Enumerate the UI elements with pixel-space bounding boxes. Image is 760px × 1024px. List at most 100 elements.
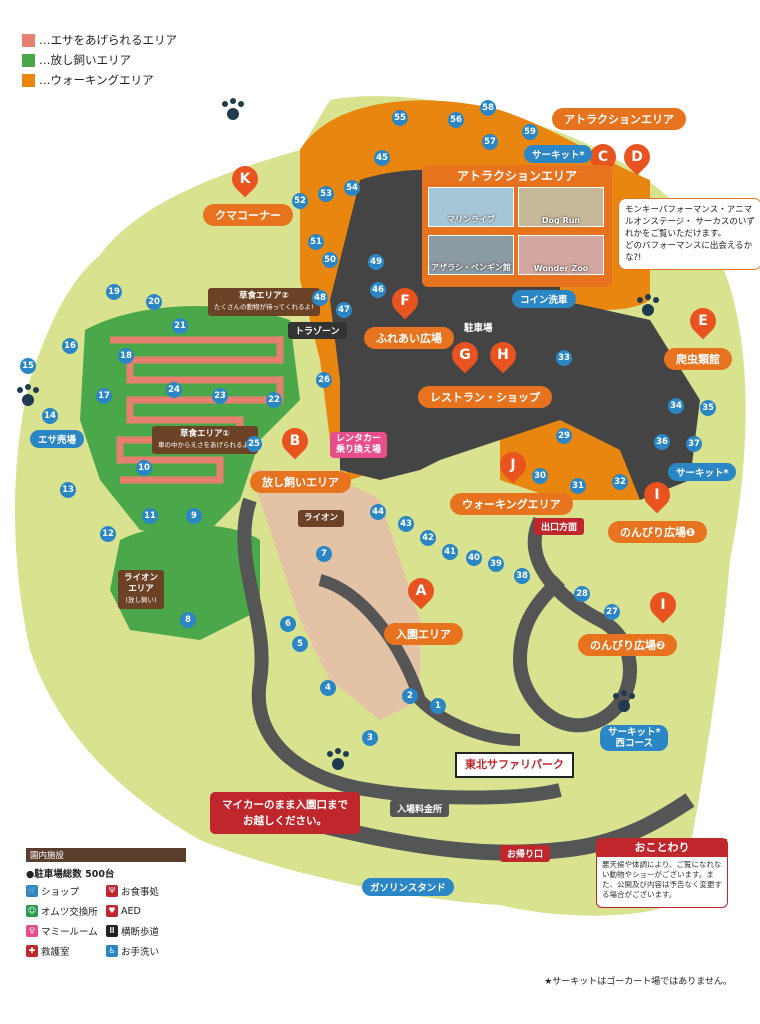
animal-marker-45[interactable]: 45 <box>374 150 390 166</box>
pin-e[interactable]: E <box>684 302 722 340</box>
legend-swatch <box>22 73 35 87</box>
animal-marker-54[interactable]: 54 <box>344 180 360 196</box>
pin-f[interactable]: F <box>386 282 424 320</box>
animal-marker-55[interactable]: 55 <box>392 110 408 126</box>
legend-swatch <box>22 33 35 47</box>
park-gate: 東北サファリパーク <box>455 752 574 778</box>
pin-a[interactable]: A <box>402 572 440 610</box>
feeding-paths <box>110 336 284 484</box>
animal-marker-40[interactable]: 40 <box>466 550 482 566</box>
animal-marker-8[interactable]: 8 <box>180 612 196 628</box>
animal-marker-46[interactable]: 46 <box>370 282 386 298</box>
animal-marker-2[interactable]: 2 <box>402 688 418 704</box>
animal-marker-30[interactable]: 30 <box>532 468 548 484</box>
animal-marker-1[interactable]: 1 <box>430 698 446 714</box>
animal-marker-31[interactable]: 31 <box>570 478 586 494</box>
animal-marker-56[interactable]: 56 <box>448 112 464 128</box>
animal-marker-58[interactable]: 58 <box>480 100 496 116</box>
zone-walking[interactable]: ウォーキングエリア <box>450 493 573 515</box>
animal-marker-19[interactable]: 19 <box>106 284 122 300</box>
animal-marker-16[interactable]: 16 <box>62 338 78 354</box>
pin-d[interactable]: D <box>618 138 656 176</box>
pin-i1[interactable]: I <box>638 476 676 514</box>
zone-restaurant[interactable]: レストラン・ショップ <box>418 386 552 408</box>
animal-marker-11[interactable]: 11 <box>142 508 158 524</box>
animal-marker-26[interactable]: 26 <box>316 372 332 388</box>
zone-entrance[interactable]: 入園エリア <box>384 623 463 645</box>
animal-marker-6[interactable]: 6 <box>280 616 296 632</box>
label-exit-direction: 出口方面 <box>534 518 585 535</box>
animal-marker-57[interactable]: 57 <box>482 134 498 150</box>
photo-marine-live[interactable]: マリンライブ <box>428 187 514 227</box>
animal-marker-48[interactable]: 48 <box>312 290 328 306</box>
animal-marker-9[interactable]: 9 <box>186 508 202 524</box>
animal-marker-7[interactable]: 7 <box>316 546 332 562</box>
pin-j[interactable]: J <box>494 446 532 484</box>
parking-count: ●駐車場総数 500台 <box>26 869 115 880</box>
animal-marker-23[interactable]: 23 <box>212 388 228 404</box>
drive-in-note: マイカーのまま入園口まで お越しください。 <box>210 792 360 834</box>
zone-kuma[interactable]: クマコーナー <box>203 204 293 226</box>
animal-marker-10[interactable]: 10 <box>136 460 152 476</box>
animal-marker-18[interactable]: 18 <box>118 348 134 364</box>
animal-marker-37[interactable]: 37 <box>686 436 702 452</box>
animal-marker-22[interactable]: 22 <box>266 392 282 408</box>
label-ticket-booth: 入場料金所 <box>390 800 450 817</box>
animal-marker-34[interactable]: 34 <box>668 398 684 414</box>
pin-i2[interactable]: I <box>644 586 682 624</box>
pin-h[interactable]: H <box>484 336 522 374</box>
animal-marker-35[interactable]: 35 <box>700 400 716 416</box>
animal-marker-24[interactable]: 24 <box>166 382 182 398</box>
photo-seal-penguin[interactable]: アザラシ・ペンギン館 <box>428 235 514 275</box>
pin-b[interactable]: B <box>276 422 314 460</box>
animal-marker-25[interactable]: 25 <box>246 436 262 452</box>
photo-wonder-zoo[interactable]: Wonder Zoo <box>518 235 604 275</box>
toilet-icon: ♿ <box>106 945 118 957</box>
animal-marker-32[interactable]: 32 <box>612 474 628 490</box>
label-feed-shop: エサ売場 <box>30 430 85 448</box>
animal-marker-12[interactable]: 12 <box>100 526 116 542</box>
animal-marker-4[interactable]: 4 <box>320 680 336 696</box>
zone-nonbiri1[interactable]: のんびり広場❶ <box>608 521 708 543</box>
animal-marker-28[interactable]: 28 <box>574 586 590 602</box>
animal-marker-14[interactable]: 14 <box>42 408 58 424</box>
animal-marker-15[interactable]: 15 <box>20 358 36 374</box>
animal-marker-17[interactable]: 17 <box>96 388 112 404</box>
performance-callout: モンキーパフォーマンス・アニマルオンステージ・ サーカスのいずれかをご覧いただけ… <box>618 198 760 270</box>
animal-marker-49[interactable]: 49 <box>368 254 384 270</box>
animal-marker-27[interactable]: 27 <box>604 604 620 620</box>
animal-marker-38[interactable]: 38 <box>514 568 530 584</box>
animal-marker-29[interactable]: 29 <box>556 428 572 444</box>
animal-marker-43[interactable]: 43 <box>398 516 414 532</box>
animal-marker-44[interactable]: 44 <box>370 504 386 520</box>
mommy-icon: ♀ <box>26 925 38 937</box>
zone-free[interactable]: 放し飼いエリア <box>250 471 351 493</box>
photo-dog-run[interactable]: Dog Run <box>518 187 604 227</box>
animal-marker-33[interactable]: 33 <box>556 350 572 366</box>
label-rental-car: レンタカー 乗り換え場 <box>330 432 388 458</box>
animal-marker-21[interactable]: 21 <box>172 318 188 334</box>
pin-k[interactable]: K <box>226 160 264 198</box>
zone-attraction[interactable]: アトラクションエリア <box>552 108 686 130</box>
facility-toilet: ♿お手洗い <box>106 944 186 958</box>
zone-fureai[interactable]: ふれあい広場 <box>364 327 454 349</box>
zone-nonbiri2[interactable]: のんびり広場❷ <box>578 634 678 656</box>
animal-marker-41[interactable]: 41 <box>442 544 458 560</box>
label-circuit-west: サーキット* 西コース <box>600 725 669 751</box>
animal-marker-50[interactable]: 50 <box>322 252 338 268</box>
animal-marker-13[interactable]: 13 <box>60 482 76 498</box>
animal-marker-59[interactable]: 59 <box>522 124 538 140</box>
animal-marker-5[interactable]: 5 <box>292 636 308 652</box>
animal-marker-39[interactable]: 39 <box>488 556 504 572</box>
animal-marker-3[interactable]: 3 <box>362 730 378 746</box>
animal-marker-36[interactable]: 36 <box>654 434 670 450</box>
animal-marker-52[interactable]: 52 <box>292 193 308 209</box>
label-gas-station: ガソリンスタンド <box>362 878 454 896</box>
animal-marker-53[interactable]: 53 <box>318 186 334 202</box>
animal-marker-51[interactable]: 51 <box>308 234 324 250</box>
animal-marker-20[interactable]: 20 <box>146 294 162 310</box>
zone-reptile[interactable]: 爬虫類館 <box>664 348 732 370</box>
animal-marker-47[interactable]: 47 <box>336 302 352 318</box>
animal-marker-42[interactable]: 42 <box>420 530 436 546</box>
